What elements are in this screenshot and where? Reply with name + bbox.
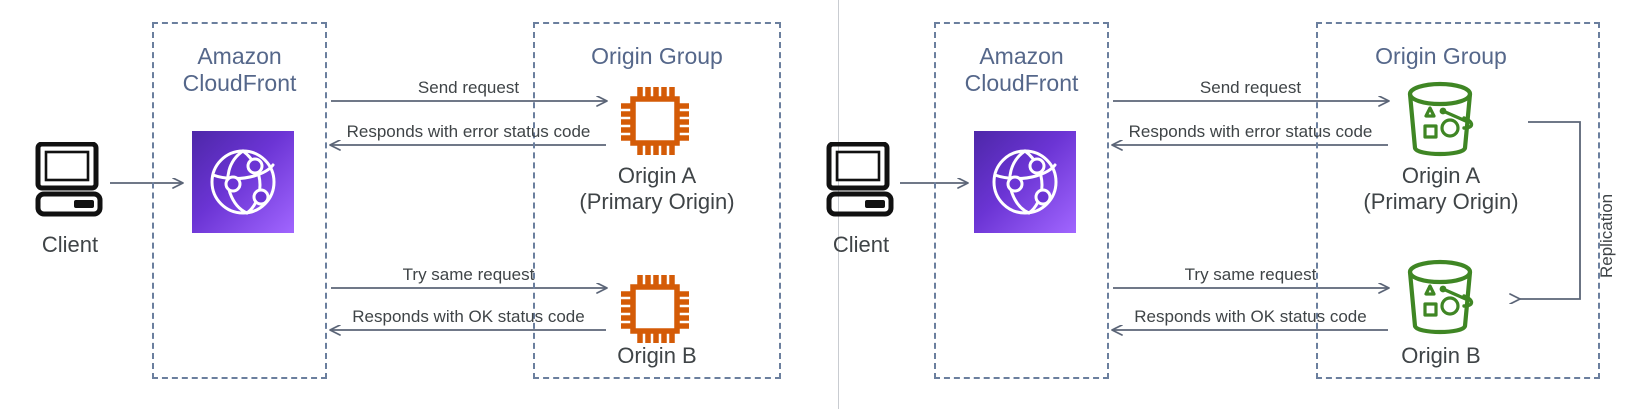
cloudfront-globe-icon [210,149,276,215]
cloudfront-boundary-box [152,22,327,379]
cloudfront-icon-tile [974,131,1076,233]
ec2-chip-icon [621,275,689,343]
desktop-computer-icon [35,141,103,217]
flow-label-responds-error: Responds with error status code [1128,122,1373,141]
client-label: Client [832,232,890,257]
origin-group-title: Origin Group [1375,43,1507,69]
ec2-chip-icon [621,87,689,155]
origin-a-icon [1398,80,1488,167]
origin-a-label: Origin A (Primary Origin) [579,163,735,214]
origin-b-label: Origin B [1401,343,1481,368]
flow-label-try-same-request: Try same request [402,265,535,284]
desktop-computer-icon [826,141,894,217]
origin-group-boundary-box [1316,22,1600,379]
origin-a-label: Origin A (Primary Origin) [1363,163,1519,214]
flow-label-try-same-request: Try same request [1184,265,1317,284]
client-label: Client [41,232,99,257]
cloudfront-globe-icon [992,149,1058,215]
client-icon [34,141,106,227]
origin-group-title: Origin Group [591,43,723,69]
flow-label-responds-ok: Responds with OK status code [1134,307,1367,326]
flow-label-responds-ok: Responds with OK status code [352,307,585,326]
origin-group-boundary-box [533,22,781,379]
s3-bucket-icon [1407,259,1474,335]
flow-label-send-request: Send request [1199,78,1302,97]
client-icon [825,141,897,227]
panel-divider [838,0,839,409]
origin-b-icon [1398,258,1488,345]
flow-label-send-request: Send request [417,78,520,97]
origin-a-icon [618,84,692,163]
origin-b-icon [618,272,692,351]
cloudfront-icon-tile [192,131,294,233]
s3-bucket-icon [1407,81,1474,157]
cloudfront-title: Amazon CloudFront [964,43,1079,96]
cloudfront-boundary-box [934,22,1109,379]
origin-b-label: Origin B [617,343,697,368]
cloudfront-title: Amazon CloudFront [182,43,297,96]
replication-label: Replication [1597,193,1616,278]
flow-label-responds-error: Responds with error status code [346,122,591,141]
